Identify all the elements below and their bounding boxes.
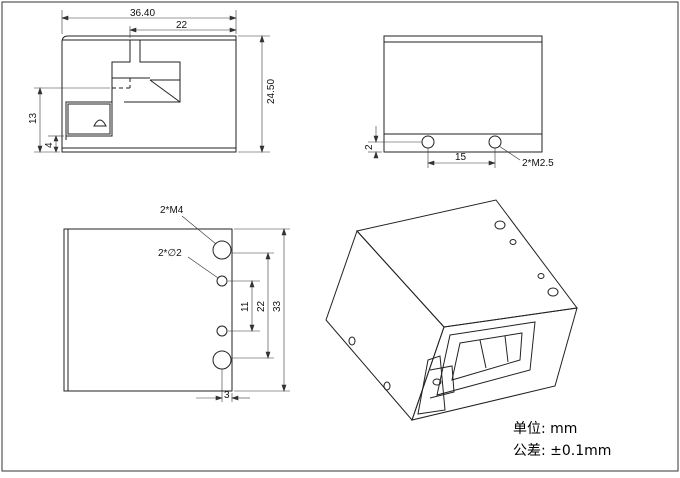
- front-view: [61, 35, 237, 153]
- dim-base-height: 4: [44, 142, 55, 148]
- front-view-dimensions: [34, 10, 270, 153]
- hole-m2-5-left: [421, 135, 435, 149]
- dim-outer-spacing: 22: [256, 300, 267, 312]
- side-view-dimensions: [181, 215, 290, 402]
- callout-pin-holes: 2*∅2: [158, 248, 182, 259]
- unit-note: 单位: mm: [513, 421, 578, 437]
- dim-inner-spacing: 11: [240, 301, 251, 312]
- isometric-view: [325, 199, 578, 421]
- dim-hole-offset: 2: [364, 144, 375, 150]
- dim-step-width: 22: [176, 20, 188, 31]
- pin-hole-top: [216, 275, 228, 287]
- hole-m4-top: [212, 240, 232, 260]
- dim-height: 24.50: [266, 79, 277, 104]
- dim-hole-spacing: 15: [455, 152, 467, 163]
- callout-m2-5: 2*M2.5: [522, 158, 554, 169]
- dim-overall-height: 33: [272, 300, 283, 312]
- dim-overall-width: 36.40: [130, 8, 155, 19]
- dim-edge-offset: 3: [224, 390, 230, 401]
- dim-slot-height: 13: [28, 112, 39, 124]
- pin-hole-bottom: [216, 325, 228, 337]
- side-view: [63, 228, 233, 392]
- callout-m4: 2*M4: [160, 205, 184, 216]
- hole-m4-bottom: [212, 350, 232, 370]
- top-view: [383, 35, 543, 153]
- top-view-dimensions: [368, 126, 521, 168]
- tolerance-note: 公差: ±0.1mm: [513, 443, 612, 459]
